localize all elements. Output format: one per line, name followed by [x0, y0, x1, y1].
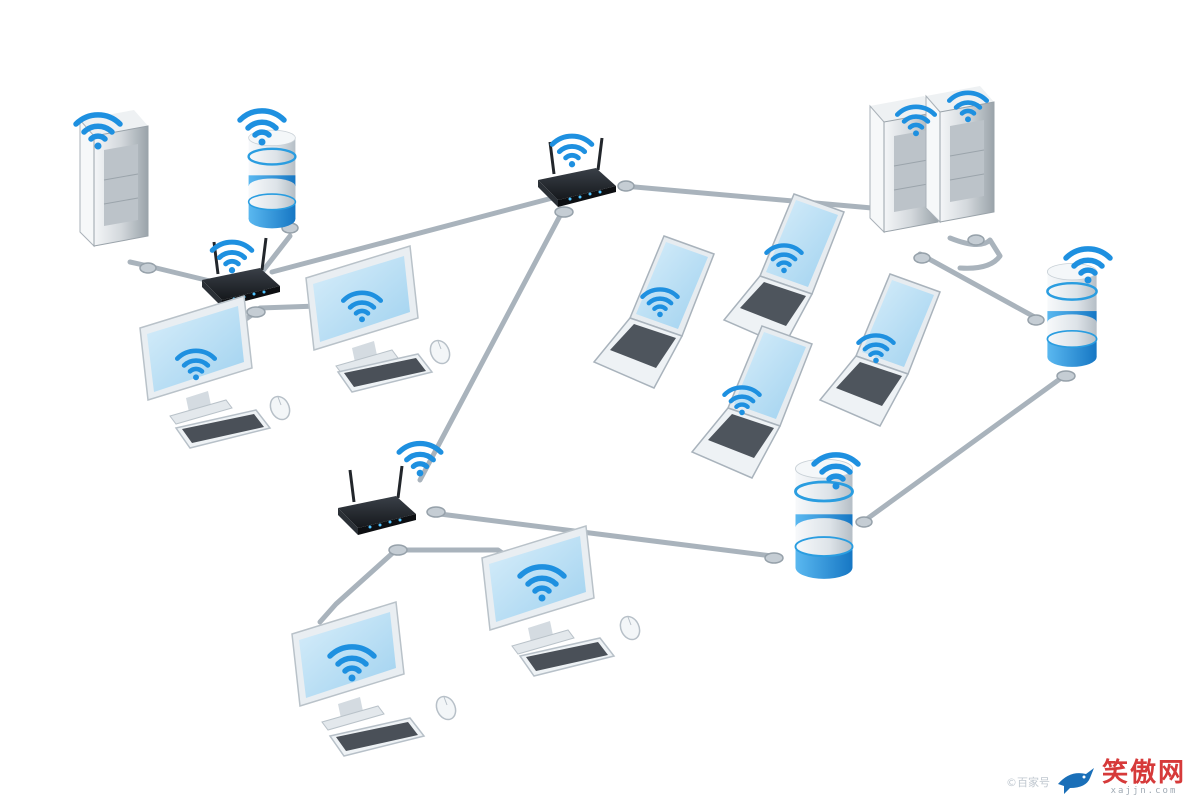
database-drum-top-left — [247, 128, 297, 230]
cable-bottom-drum-to-right-drum — [857, 373, 1067, 527]
wifi-icon — [552, 136, 592, 167]
mouse-icon — [426, 336, 454, 368]
shark-logo-icon — [1057, 768, 1094, 794]
cable-left-router-to-left-drum — [259, 233, 293, 275]
wifi-icon — [399, 443, 441, 476]
cable-left-router-to-mid-monitor — [257, 303, 321, 311]
mouse-icon — [266, 392, 294, 424]
cable-connectors — [139, 180, 1076, 564]
cable-right-servers-to-right-drum — [917, 251, 1043, 323]
cable-top-router-to-bottom-router — [417, 209, 565, 483]
watermark-source-text: ©百家号 — [1005, 776, 1050, 789]
mouse-icon — [432, 692, 460, 724]
cable-left-router-to-center-router — [269, 193, 563, 275]
cable-bottom-router-to-bottom-drum — [437, 511, 775, 559]
watermark-brand-text: 笑傲网 — [1101, 758, 1186, 788]
laptop-3 — [819, 273, 941, 427]
watermark-url-text: xajjn.com — [1110, 786, 1178, 796]
mouse-icon — [616, 612, 644, 644]
cable-top-router-to-right-servers — [621, 183, 875, 211]
watermark: ©百家号 笑傲网 xajjn.com — [1006, 760, 1186, 796]
laptop-1 — [593, 235, 715, 389]
cable-right-servers-loop — [947, 235, 1003, 271]
cable-bottom-router-to-bottom-left-monitor — [317, 547, 399, 625]
router-bottom — [336, 464, 418, 537]
